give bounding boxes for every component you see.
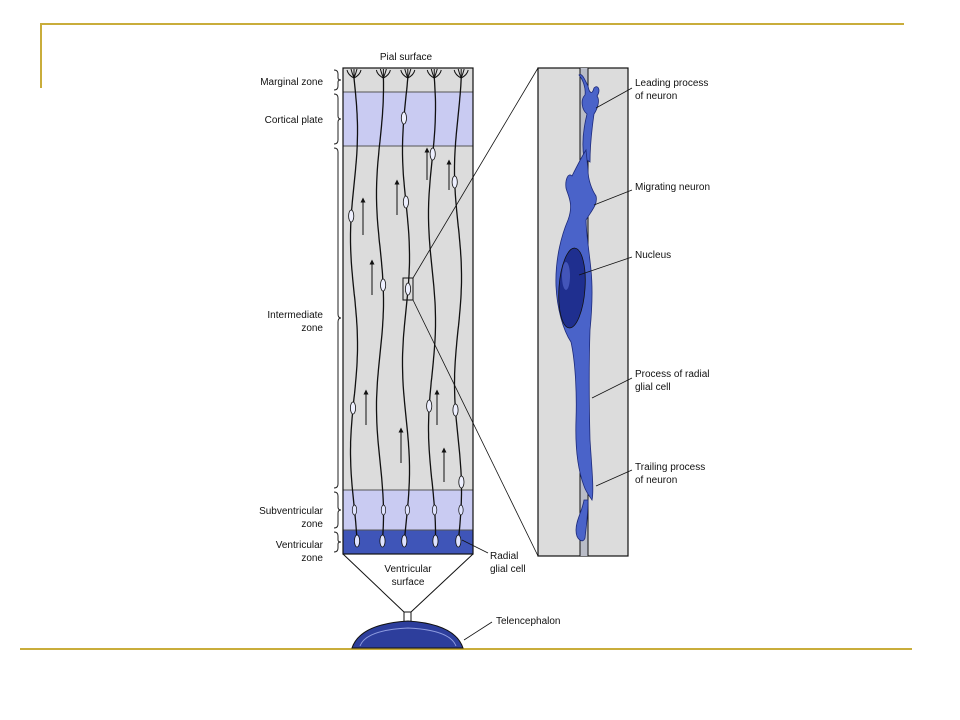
leading-process-shape xyxy=(578,74,600,163)
label-radial-glial-cell-2: glial cell xyxy=(490,564,526,575)
radial-glial-soma xyxy=(354,534,361,548)
label-ventricular-surface-2: surface xyxy=(392,577,425,588)
column-outline xyxy=(342,67,474,555)
glial-fiber xyxy=(453,77,463,543)
radial-glial-soma xyxy=(379,534,386,548)
label-nucleus: Nucleus xyxy=(635,250,671,261)
ventricular-zone-band xyxy=(343,530,473,554)
migrating-cell xyxy=(426,399,433,413)
migrating-cell xyxy=(429,147,436,161)
leader-lines xyxy=(461,87,633,641)
label-intermediate-zone-1: Intermediate xyxy=(267,310,323,321)
label-ventricular-surface-1: Ventricular xyxy=(384,564,432,575)
migrating-cell xyxy=(349,401,356,415)
migrating-neurons xyxy=(348,111,465,489)
subventricular-cell xyxy=(351,504,358,516)
glial-endfoot xyxy=(346,68,362,79)
detail-panel xyxy=(537,67,629,557)
neuron-body-shape xyxy=(555,148,597,501)
glial-endfoot xyxy=(400,68,416,79)
migrating-cell xyxy=(400,111,407,125)
slide-frame xyxy=(20,23,912,650)
glial-endfoot xyxy=(426,68,442,79)
glial-fiber xyxy=(401,77,411,543)
glial-endfoot xyxy=(375,68,391,79)
label-marginal-zone: Marginal zone xyxy=(260,77,323,88)
diagram-labels: Pial surface Marginal zone Cortical plat… xyxy=(259,52,710,627)
migrating-cell xyxy=(452,403,459,417)
label-ventricular-zone-1: Ventricular xyxy=(276,540,324,551)
label-cortical-plate: Cortical plate xyxy=(265,115,324,126)
migrating-cell xyxy=(458,475,465,489)
label-ventricular-zone-2: zone xyxy=(301,553,323,564)
cortex-column xyxy=(342,67,474,555)
subventricular-cell xyxy=(432,504,438,516)
migration-arrows xyxy=(360,147,452,482)
label-subventricular-zone-1: Subventricular xyxy=(259,506,324,517)
subventricular-cell xyxy=(458,504,464,516)
label-migrating-neuron: Migrating neuron xyxy=(635,182,710,193)
glial-fiber xyxy=(349,77,359,543)
glial-endfoot xyxy=(453,68,469,79)
label-leading-process-1: Leading process xyxy=(635,78,708,89)
radial-glial-soma xyxy=(401,534,408,548)
migrating-cell xyxy=(404,282,411,296)
label-pial-surface: Pial surface xyxy=(380,52,433,63)
radial-glial-soma xyxy=(432,534,439,548)
label-leading-process-2: of neuron xyxy=(635,91,677,102)
label-trailing-process-1: Trailing process xyxy=(635,462,705,473)
migrating-cell xyxy=(380,278,387,292)
label-radial-glial-cell-1: Radial xyxy=(490,551,518,562)
label-intermediate-zone-2: zone xyxy=(301,323,323,334)
migrating-cell xyxy=(348,209,355,223)
radial-glial-soma xyxy=(455,534,462,548)
zoom-connector-lines xyxy=(412,67,539,557)
subventricular-cell xyxy=(380,504,387,516)
glial-fiber xyxy=(375,77,385,543)
label-telencephalon: Telencephalon xyxy=(496,616,561,627)
telencephalon-shape xyxy=(351,620,464,649)
label-subventricular-zone-2: zone xyxy=(301,519,323,530)
zoom-box xyxy=(402,277,414,301)
migrating-cell xyxy=(402,195,409,209)
zone-brackets xyxy=(333,69,342,553)
trailing-tip-shape xyxy=(575,499,589,542)
cortical-plate-band xyxy=(343,92,473,146)
subventricular-cell xyxy=(404,504,410,516)
migrating-cell xyxy=(451,175,458,189)
migrating-neuron-detail xyxy=(555,74,600,542)
label-process-radial-glial-2: glial cell xyxy=(635,382,671,393)
label-trailing-process-2: of neuron xyxy=(635,475,677,486)
label-process-radial-glial-1: Process of radial xyxy=(635,369,709,380)
